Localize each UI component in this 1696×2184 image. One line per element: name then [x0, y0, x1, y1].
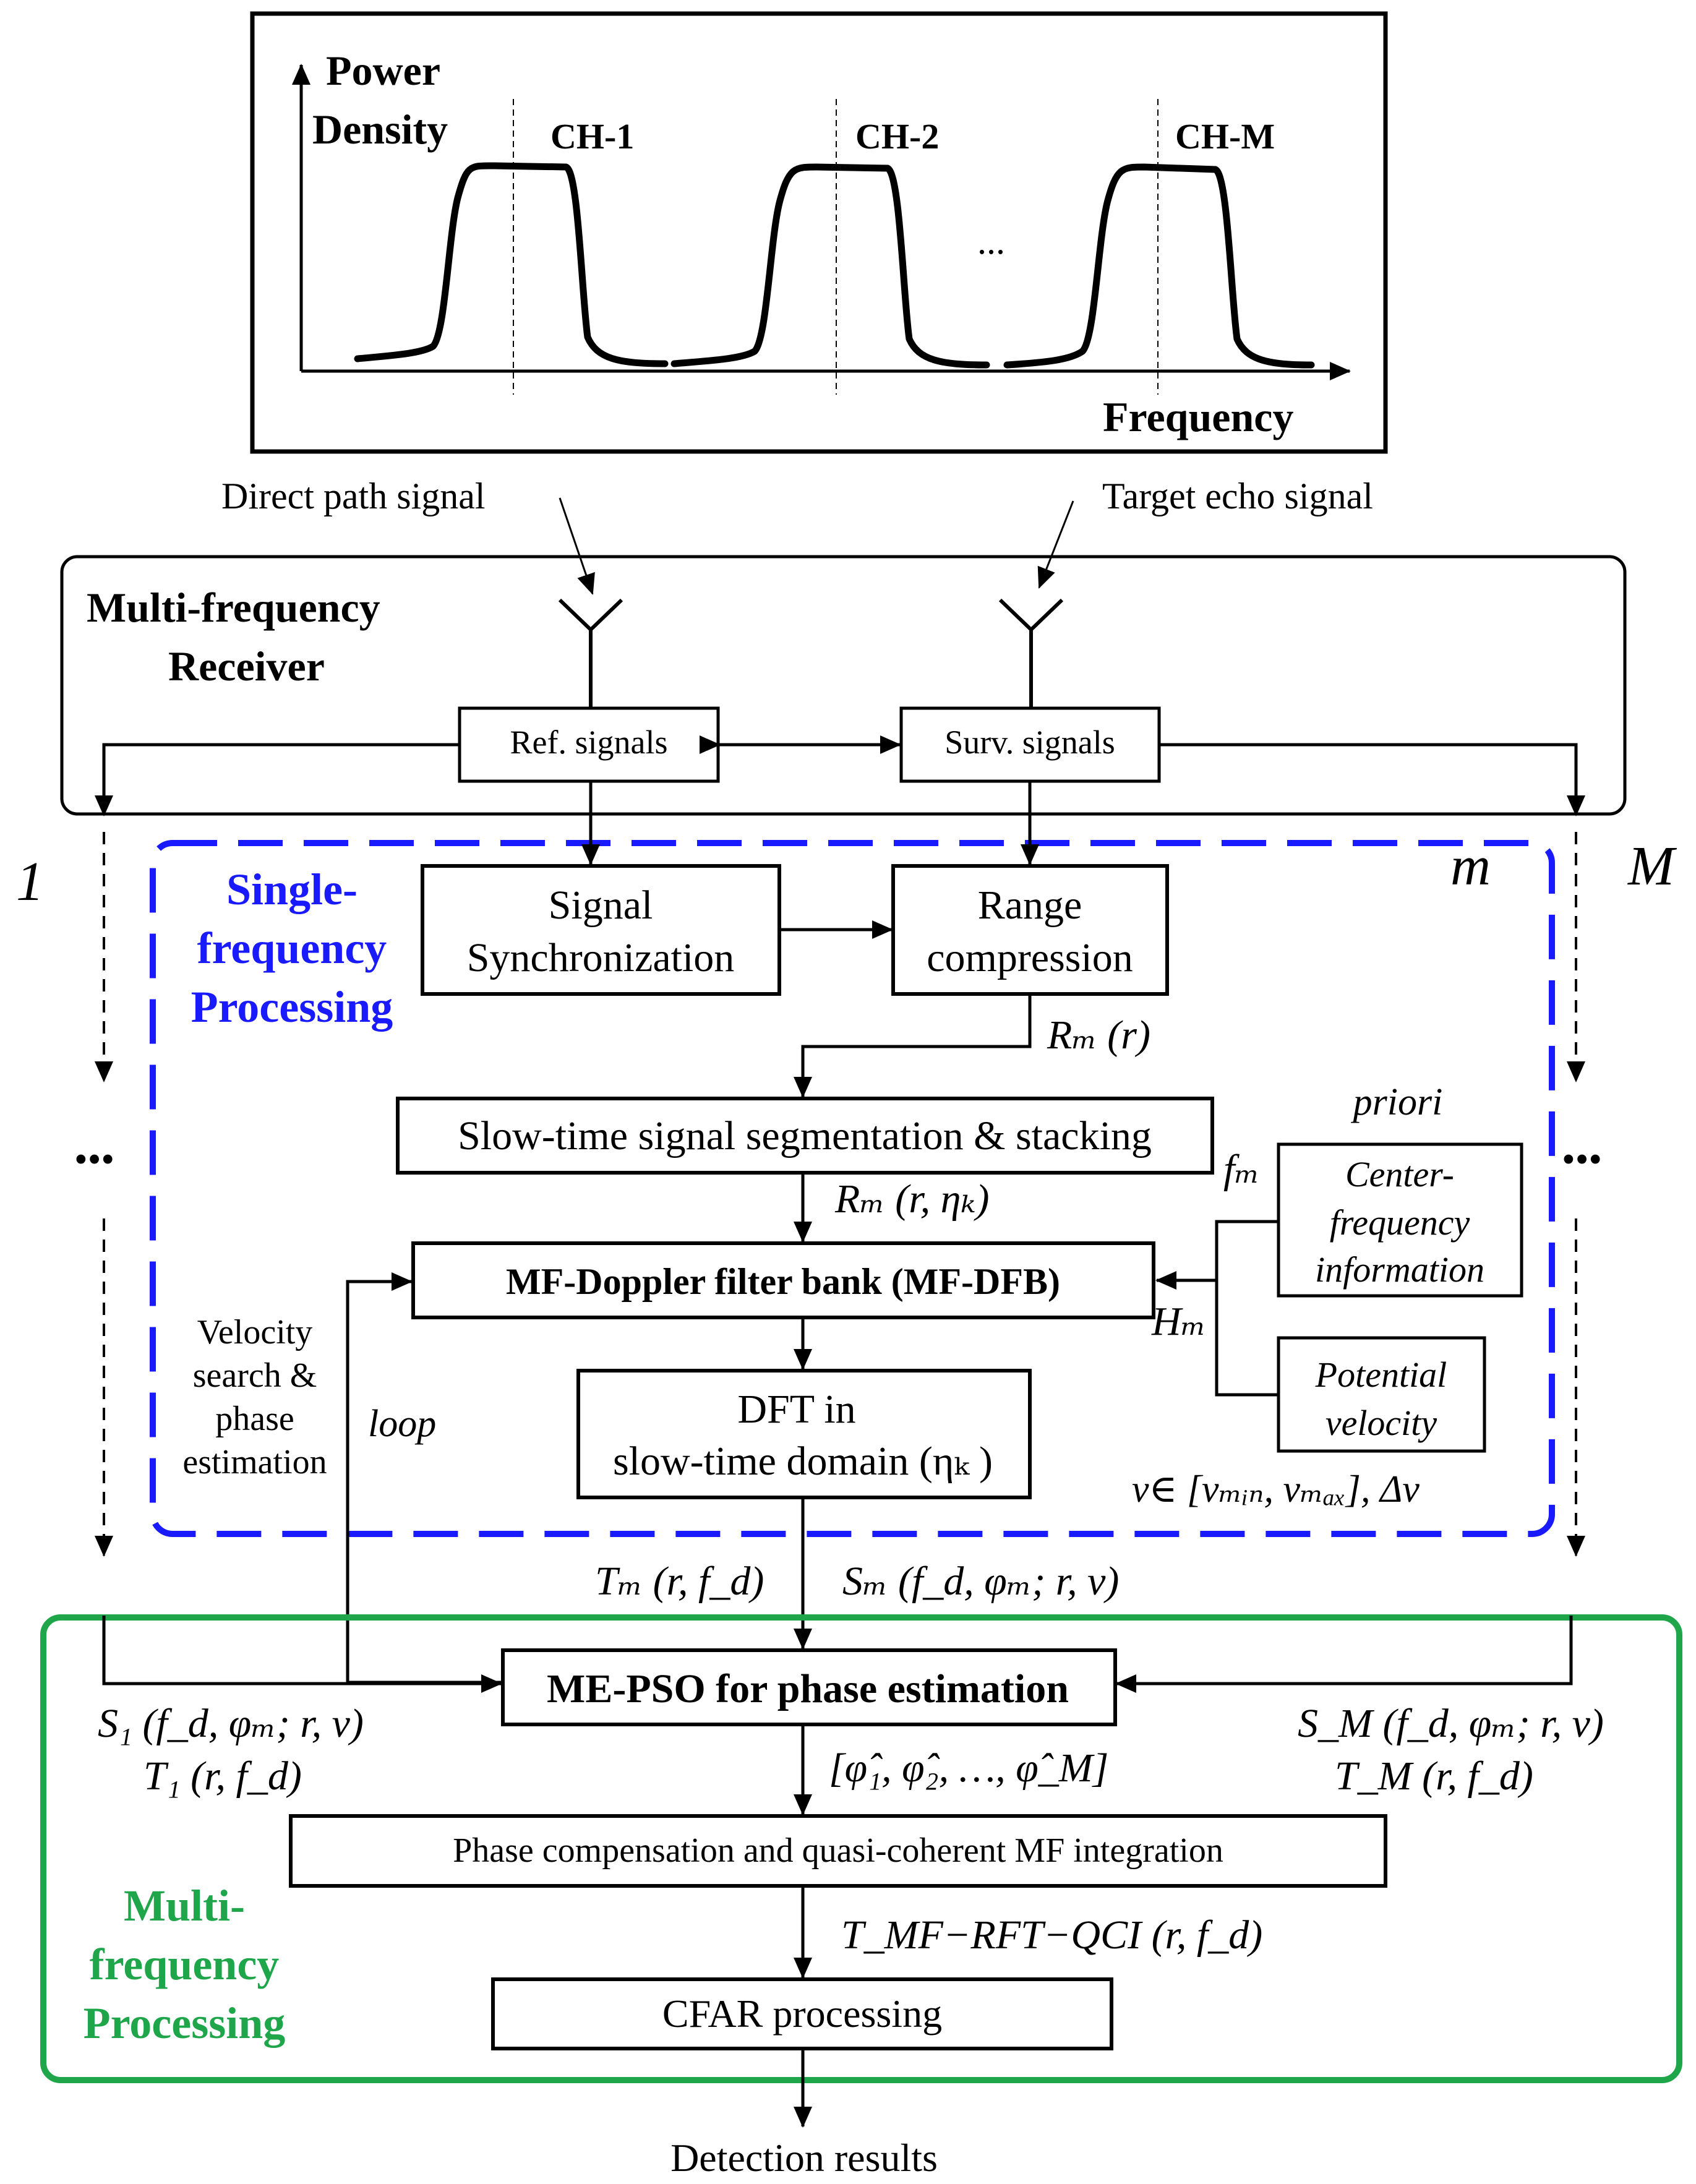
receiver-title-2: Receiver — [168, 643, 325, 690]
center-frequency-label-2: frequency — [1330, 1202, 1470, 1243]
sM-label: S_M (f_d, φₘ; r, v) — [1298, 1701, 1604, 1746]
segmentation-box — [396, 1097, 1214, 1175]
single-freq-title-3: Processing — [191, 982, 393, 1032]
ch2-spectrum-curve — [670, 163, 990, 369]
receiver-title-1: Multi-frequency — [87, 584, 380, 631]
single-frequency-section: Single- frequency Processing Signal Sync… — [150, 782, 1555, 1537]
ch1-label: CH-1 — [550, 116, 634, 156]
left-feed-line — [95, 743, 460, 816]
ref-signals-label: Ref. signals — [510, 724, 668, 761]
surv-signals-box — [899, 706, 1161, 783]
center-frequency-label-1: Center- — [1345, 1154, 1454, 1194]
ref-antenna-icon — [558, 598, 623, 708]
target-echo-arrow — [1037, 500, 1074, 589]
cfar-box — [491, 1977, 1113, 2050]
multi-freq-title-2: frequency — [90, 1940, 280, 1989]
right-dots: ••• — [1562, 1139, 1602, 1181]
channel-ellipsis: ... — [977, 221, 1005, 262]
direct-path-label: Direct path signal — [221, 476, 486, 516]
chM-spectrum-curve — [1003, 163, 1315, 369]
s1-label: S₁ (f_d, φₘ; r, v) — [98, 1701, 364, 1746]
velocity-label-1: Velocity — [197, 1313, 313, 1351]
velocity-label-3: phase — [215, 1400, 294, 1438]
potential-velocity-box — [1277, 1336, 1486, 1453]
loop-label: loop — [368, 1403, 436, 1445]
receiver-block: Multi-frequency Receiver Ref. signals Su… — [60, 555, 1627, 816]
channel-M-label: M — [1627, 836, 1677, 897]
multi-freq-title-3: Processing — [84, 1998, 286, 2048]
signal-sync-box — [421, 864, 781, 996]
potential-velocity-label-1: Potential — [1315, 1355, 1447, 1395]
y-axis-label-1: Power — [326, 47, 440, 94]
t-mf-label: T_MF−RFT−QCI (r, f_d) — [841, 1912, 1262, 1958]
y-axis-label-2: Density — [312, 106, 448, 153]
channel-1-label: 1 — [16, 851, 44, 912]
mfdfb-box — [411, 1241, 1155, 1319]
fm-label: fₘ — [1223, 1147, 1260, 1192]
velocity-label-2: search & — [193, 1356, 317, 1395]
potential-velocity-label-2: velocity — [1326, 1403, 1437, 1443]
detection-results-label: Detection results — [670, 2136, 938, 2180]
spectrum-frame — [250, 11, 1388, 454]
tm-label: Tₘ (r, f_d) — [595, 1559, 764, 1604]
priori-to-mfdfb-connector — [1157, 1220, 1278, 1397]
sm-label: Sₘ (f_d, φₘ; r, v) — [842, 1559, 1119, 1604]
dft-label-2: slow-time domain (ηₖ ) — [613, 1439, 993, 1484]
surv-signals-label: Surv. signals — [944, 724, 1115, 761]
t1-label: T₁ (r, f_d) — [143, 1754, 302, 1799]
ch1-spectrum-curve — [354, 162, 669, 367]
left-input-to-mepso — [102, 1616, 502, 1693]
signal-sync-label-1: Signal — [549, 883, 653, 928]
ch2-label: CH-2 — [855, 116, 939, 156]
compensation-label: Phase compensation and quasi-coherent MF… — [453, 1831, 1223, 1870]
cfar-label: CFAR processing — [662, 1992, 942, 2036]
target-echo-label: Target echo signal — [1102, 476, 1373, 516]
single-frequency-frame — [150, 840, 1555, 1537]
signal-sync-label-2: Synchronization — [467, 935, 735, 980]
hm-label: Hₘ — [1151, 1299, 1206, 1344]
range-compression-box — [891, 864, 1169, 996]
single-freq-title-1: Single- — [226, 865, 358, 914]
chM-label: CH-M — [1175, 116, 1275, 156]
single-freq-title-2: frequency — [197, 923, 387, 973]
range-compression-label-1: Range — [978, 883, 1082, 928]
center-frequency-box — [1277, 1142, 1523, 1298]
priori-label: priori — [1351, 1081, 1443, 1123]
velocity-label-4: estimation — [182, 1443, 327, 1481]
spectrum-panel: Power Density Frequency CH-1 CH-2 CH-M .… — [250, 11, 1388, 454]
multi-frequency-frame — [40, 1614, 1682, 2083]
tM-label: T_M (r, f_d) — [1335, 1754, 1533, 1799]
mfdfb-label: MF-Doppler filter bank (MF-DFB) — [506, 1261, 1060, 1302]
surv-antenna-icon — [998, 598, 1064, 708]
velocity-range-label: v∈ [vₘᵢₙ, vₘₐₓ], Δv — [1132, 1468, 1420, 1510]
dft-box — [576, 1369, 1032, 1499]
multi-freq-title-1: Multi- — [124, 1881, 245, 1930]
mepso-box — [501, 1648, 1117, 1726]
segmentation-label: Slow-time signal segmentation & stacking — [458, 1113, 1152, 1158]
compensation-box — [289, 1814, 1387, 1888]
multi-frequency-section: Multi- frequency Processing S₁ (f_d, φₘ;… — [40, 1614, 1682, 2083]
right-feed-line — [1159, 743, 1585, 816]
receiver-frame — [60, 555, 1627, 816]
rm-r-label: Rₘ (r) — [1047, 1013, 1150, 1058]
dft-label-1: DFT in — [737, 1387, 855, 1432]
mepso-label: ME-PSO for phase estimation — [547, 1666, 1069, 1711]
direct-path-arrow — [559, 497, 595, 595]
velocity-loop-path — [346, 1272, 502, 1684]
phases-label: [φ̂₁, φ̂₂, …, φ̂_M] — [829, 1745, 1108, 1791]
rm-r-eta-label: Rₘ (r, ηₖ) — [834, 1176, 989, 1222]
right-input-to-mepso — [1115, 1616, 1573, 1693]
left-dots: ••• — [74, 1139, 114, 1181]
range-to-segmentation-arrow — [794, 995, 1032, 1098]
x-axis-label: Frequency — [1103, 393, 1294, 440]
range-compression-label-2: compression — [927, 935, 1133, 980]
center-frequency-label-3: information — [1315, 1249, 1484, 1290]
